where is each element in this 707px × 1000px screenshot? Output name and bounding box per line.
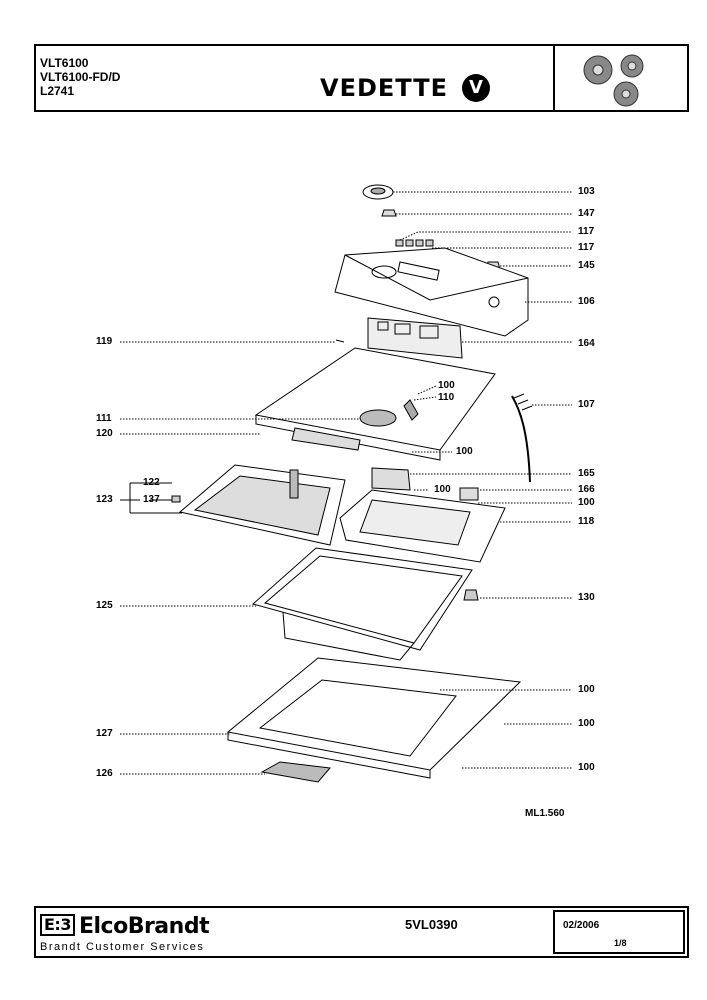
callout-130: 130 xyxy=(578,592,595,603)
part-119 xyxy=(335,339,345,343)
callout-166: 166 xyxy=(578,484,595,495)
brand-mark-icon: V xyxy=(462,74,490,102)
callout-122: 122 xyxy=(143,477,160,488)
callout-147: 147 xyxy=(578,208,595,219)
part-button xyxy=(395,239,404,247)
callout-125: 125 xyxy=(96,600,113,611)
company-name: ElcoBrandt xyxy=(78,914,210,939)
model-code: VLT6100 xyxy=(40,56,89,70)
document-number: 5VL0390 xyxy=(405,917,458,932)
model-code: L2741 xyxy=(40,84,75,98)
header-divider xyxy=(553,44,555,112)
callout-110: 110 xyxy=(438,392,455,403)
callout-165: 165 xyxy=(578,468,595,479)
callout-111: 111 xyxy=(96,413,112,424)
callout-120: 120 xyxy=(96,428,113,439)
part-tub xyxy=(251,547,473,651)
model-list: VLT6100 VLT6100-FD/D L2741 xyxy=(40,56,120,98)
part-wiring xyxy=(511,395,531,483)
part-button xyxy=(415,239,424,247)
callout-119: 119 xyxy=(96,336,113,347)
callout-117: 117 xyxy=(578,226,595,237)
callout-137: 137 xyxy=(143,494,160,505)
page-number: 1/8 xyxy=(614,938,627,948)
callout-100: 100 xyxy=(434,484,451,495)
callout-100: 100 xyxy=(578,718,595,729)
brand-logo: VEDETTE xyxy=(320,74,448,102)
callout-164: 164 xyxy=(578,338,595,349)
part-button xyxy=(425,239,434,247)
part-button xyxy=(405,239,414,247)
callout-107: 107 xyxy=(578,399,595,410)
part-control-panel xyxy=(334,247,529,337)
part-111 xyxy=(359,409,397,427)
document-date: 02/2006 xyxy=(563,920,600,931)
callout-100: 100 xyxy=(578,684,595,695)
callout-100: 100 xyxy=(456,446,473,457)
callout-123: 123 xyxy=(96,494,113,505)
part-130 xyxy=(463,589,479,601)
callout-103: 103 xyxy=(578,186,595,197)
part-147 xyxy=(381,209,397,217)
part-110 xyxy=(403,399,419,421)
callout-118: 118 xyxy=(578,516,595,527)
callout-117: 117 xyxy=(578,242,595,253)
callout-100: 100 xyxy=(438,380,455,391)
header-frame xyxy=(34,44,689,112)
part-166 xyxy=(459,487,479,501)
company-subtitle: Brandt Customer Services xyxy=(40,941,205,953)
callout-145: 145 xyxy=(578,260,595,271)
footer-frame xyxy=(34,906,689,958)
part-137 xyxy=(171,495,181,503)
part-165 xyxy=(371,467,411,491)
date-box xyxy=(553,910,685,954)
part-lid xyxy=(254,347,496,451)
part-126 xyxy=(260,761,331,783)
part-base-frame xyxy=(226,657,522,771)
model-code: VLT6100-FD/D xyxy=(40,70,121,84)
callout-100: 100 xyxy=(578,762,595,773)
callout-100: 100 xyxy=(578,497,595,508)
callout-106: 106 xyxy=(578,296,595,307)
diagram-reference: ML1.560 xyxy=(525,808,565,819)
part-electronic-board xyxy=(367,317,463,359)
company-mark-icon: E:3 xyxy=(40,914,75,936)
callout-127: 127 xyxy=(96,728,113,739)
callout-126: 126 xyxy=(96,768,113,779)
